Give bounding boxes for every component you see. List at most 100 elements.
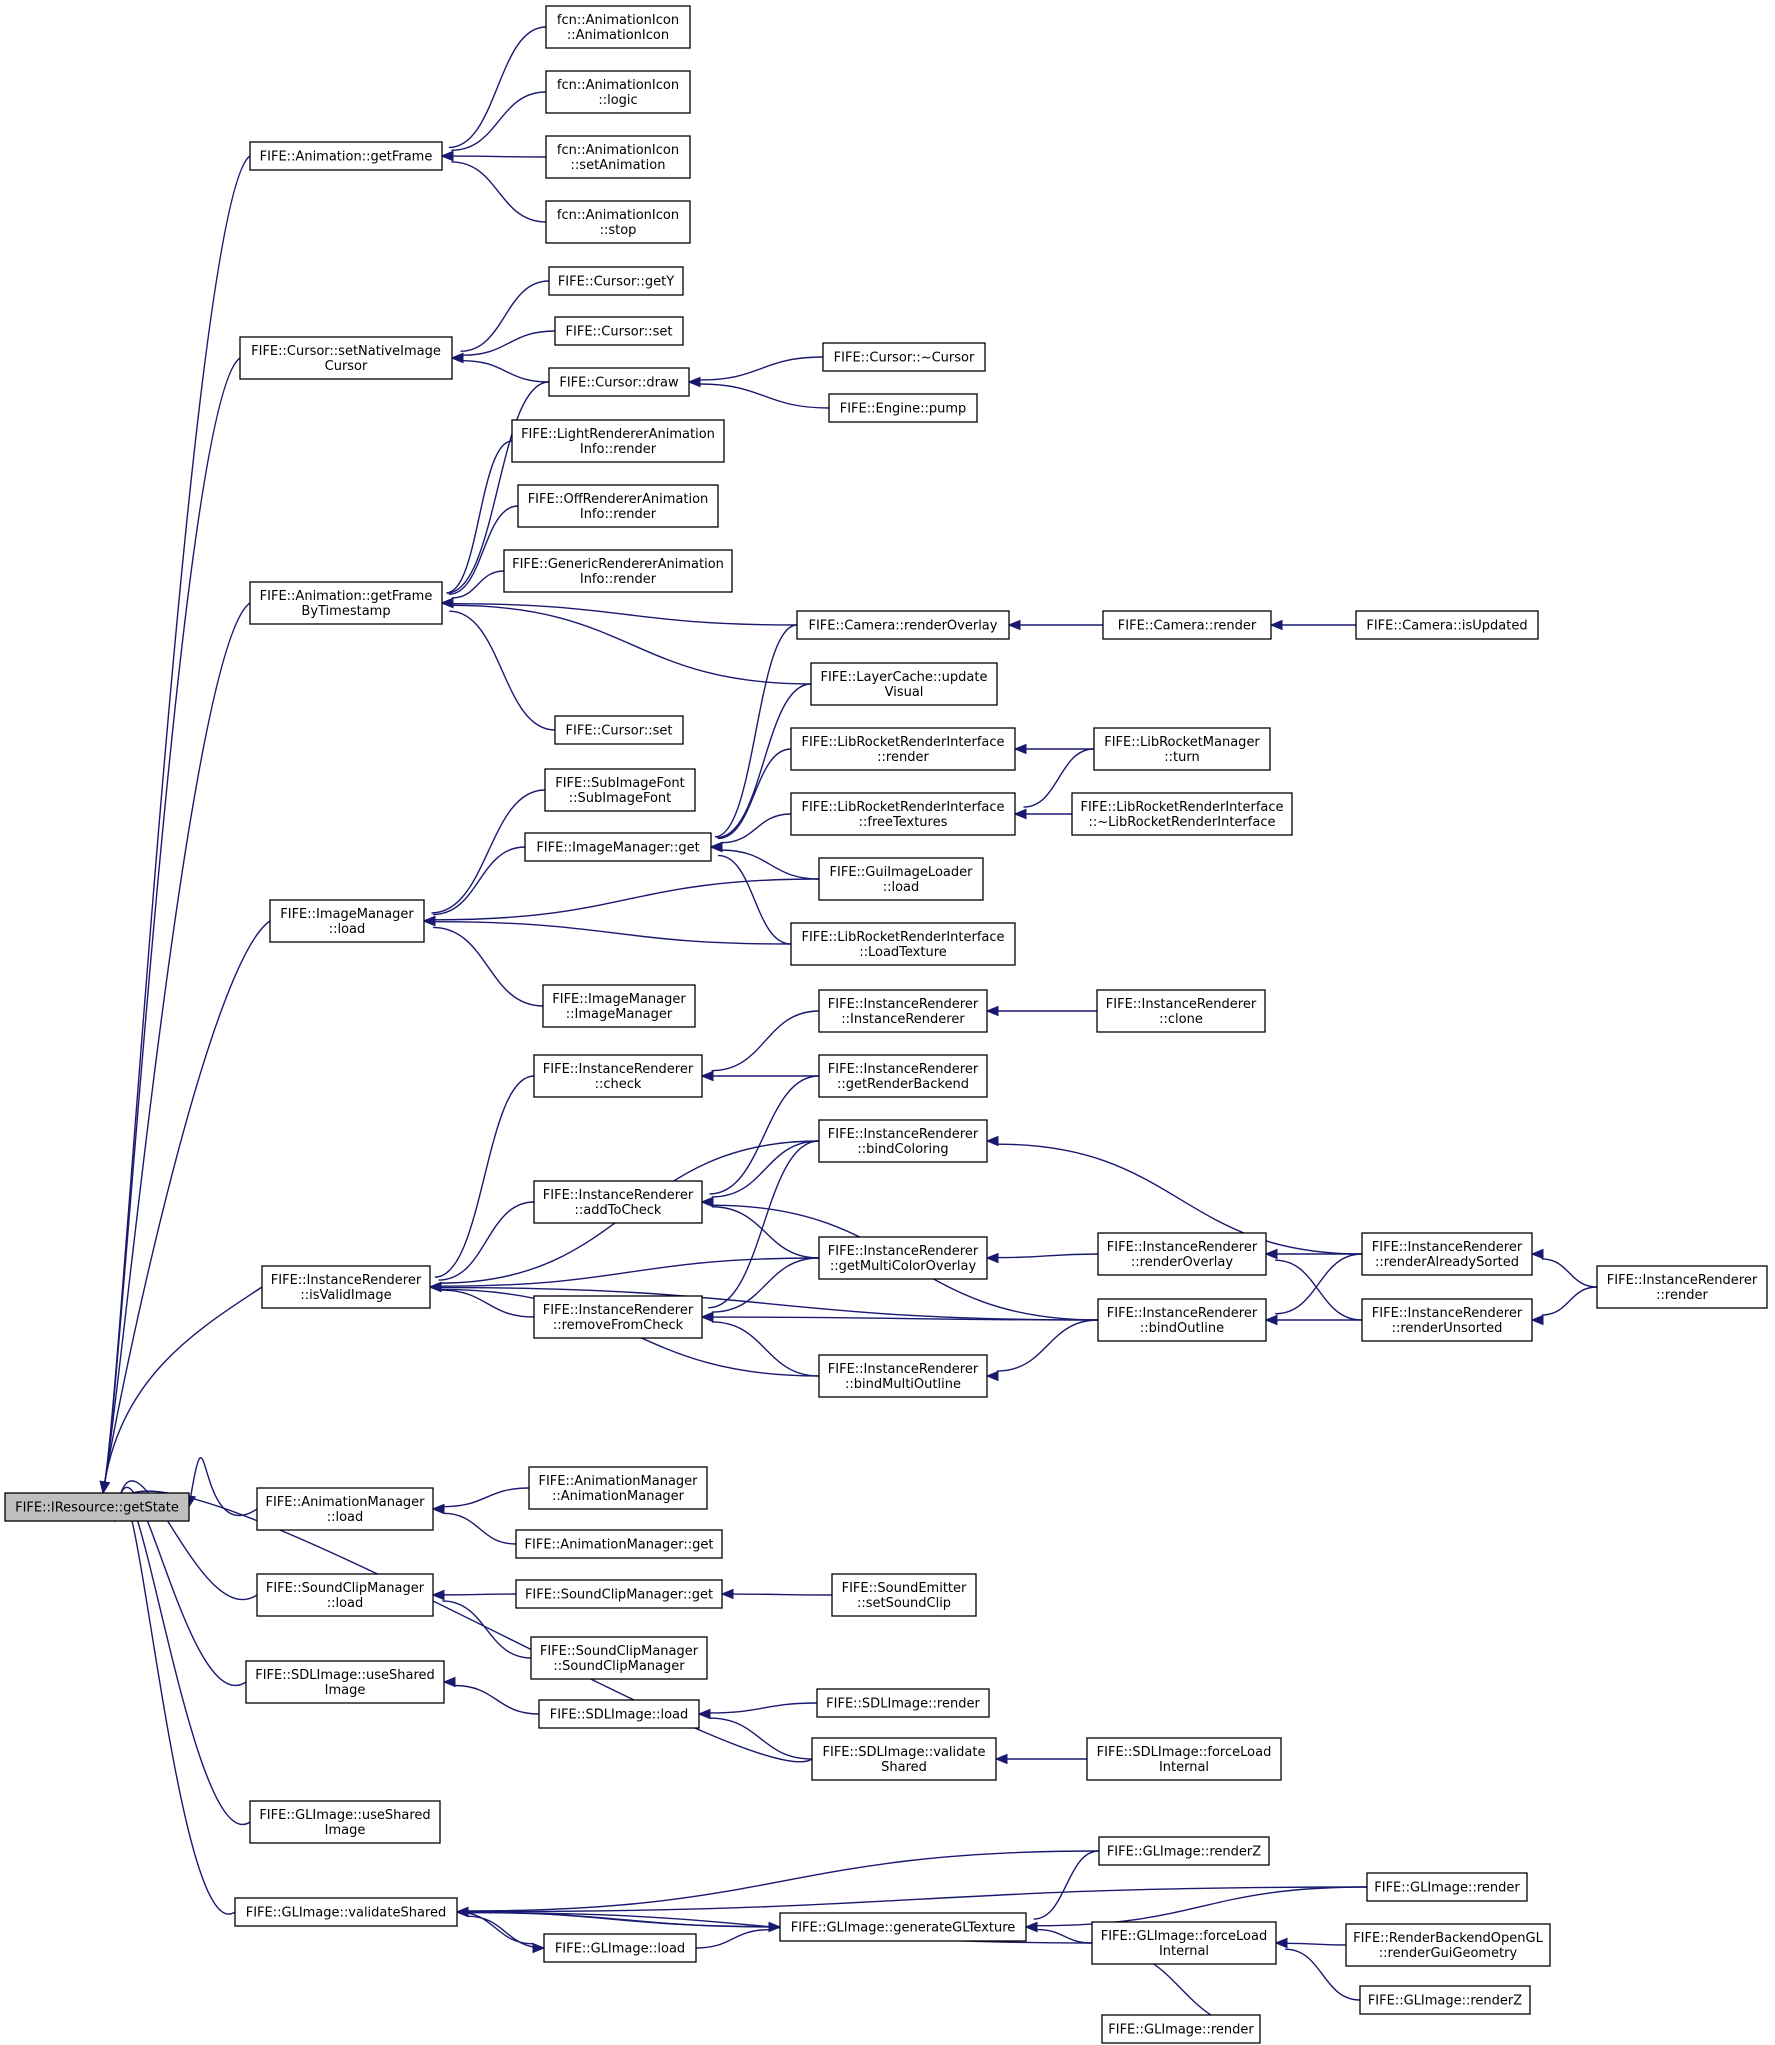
node-fcn_stop[interactable]: fcn::AnimationIcon::stop [545, 200, 691, 244]
node-cam_render[interactable]: FIFE::Camera::render [1102, 610, 1272, 640]
node-lrri_render[interactable]: FIFE::LibRocketRenderInterface::render [790, 727, 1016, 771]
node-gl_load[interactable]: FIFE::GLImage::load [543, 1933, 697, 1963]
node-box [515, 1579, 723, 1609]
node-scm_ctor[interactable]: FIFE::SoundClipManager::SoundClipManager [530, 1636, 708, 1680]
edge-arrowhead [532, 1942, 546, 1954]
node-ir_removeFromCheck[interactable]: FIFE::InstanceRenderer::removeFromCheck [533, 1295, 703, 1339]
node-am_get[interactable]: FIFE::AnimationManager::get [515, 1529, 723, 1559]
edge-line [443, 1512, 517, 1545]
node-cursor_set2[interactable]: FIFE::Cursor::set [554, 715, 684, 745]
node-am_load[interactable]: FIFE::AnimationManager::load [256, 1487, 434, 1531]
edge-line [116, 1490, 813, 1763]
edge-line [449, 610, 556, 731]
edge-line [717, 854, 792, 945]
node-guiimg_load[interactable]: FIFE::GuiImageLoader::load [818, 857, 984, 901]
edge-arrowhead [1264, 1314, 1278, 1326]
node-scm_get[interactable]: FIFE::SoundClipManager::get [515, 1579, 723, 1609]
edge-line [438, 1201, 535, 1281]
node-rbogl_rgg[interactable]: FIFE::RenderBackendOpenGL::renderGuiGeom… [1345, 1923, 1551, 1967]
node-label: FIFE::LightRendererAnimation [521, 427, 715, 442]
node-label: FIFE::InstanceRenderer [828, 1362, 979, 1377]
node-cursor_getY[interactable]: FIFE::Cursor::getY [548, 266, 684, 296]
edge-line [1541, 1286, 1598, 1316]
node-box [818, 1354, 988, 1398]
node-ir_render[interactable]: FIFE::InstanceRenderer::render [1596, 1265, 1768, 1309]
node-sdl_load[interactable]: FIFE::SDLImage::load [538, 1699, 700, 1729]
node-ir_bindOutline[interactable]: FIFE::InstanceRenderer::bindOutline [1097, 1298, 1267, 1342]
node-ir_bindMO[interactable]: FIFE::InstanceRenderer::bindMultiOutline [818, 1354, 988, 1398]
node-gl_render2[interactable]: FIFE::GLImage::render [1101, 2014, 1261, 2044]
edge-line [732, 1593, 833, 1596]
edge-arrowhead [700, 1070, 714, 1082]
edge-arrowhead [1530, 1248, 1544, 1260]
edge-arrowhead [697, 1708, 711, 1720]
node-ir_renderAS[interactable]: FIFE::InstanceRenderer::renderAlreadySor… [1361, 1232, 1533, 1276]
node-imgmgr_get[interactable]: FIFE::ImageManager::get [524, 832, 712, 862]
node-gl_renderZ2[interactable]: FIFE::GLImage::renderZ [1359, 1985, 1531, 2015]
node-subimagefont[interactable]: FIFE::SubImageFont::SubImageFont [544, 768, 696, 812]
node-anim_getFrame[interactable]: FIFE::Animation::getFrame [249, 141, 443, 171]
node-sdl_validate[interactable]: FIFE::SDLImage::validateShared [811, 1737, 997, 1781]
node-cursor_dtor[interactable]: FIFE::Cursor::~Cursor [822, 342, 986, 372]
node-generic_render[interactable]: FIFE::GenericRendererAnimationInfo::rend… [503, 549, 733, 593]
node-cursor_draw[interactable]: FIFE::Cursor::draw [548, 367, 690, 397]
edge-cursor_dtor-to-cursor_draw [687, 356, 824, 388]
node-gl_genTex[interactable]: FIFE::GLImage::generateGLTexture [779, 1912, 1027, 1942]
node-gl_render1[interactable]: FIFE::GLImage::render [1366, 1872, 1528, 1902]
edge-ir_bindColoring-to-ir_removeFromCheck [700, 1140, 820, 1323]
node-ir_addToCheck[interactable]: FIFE::InstanceRenderer::addToCheck [533, 1180, 703, 1224]
node-ir_bindColoring[interactable]: FIFE::InstanceRenderer::bindColoring [818, 1119, 988, 1163]
node-label: FIFE::SDLImage::useShared [255, 1668, 435, 1683]
edge-arrowhead [1007, 619, 1021, 631]
node-imgmgr_load[interactable]: FIFE::ImageManager::load [269, 899, 425, 943]
node-ir_renderUnsorted[interactable]: FIFE::InstanceRenderer::renderUnsorted [1361, 1298, 1533, 1342]
edge-line [997, 1143, 1363, 1255]
node-scm_load[interactable]: FIFE::SoundClipManager::load [256, 1573, 434, 1617]
node-ir_clone[interactable]: FIFE::InstanceRenderer::clone [1096, 989, 1266, 1033]
node-engine_pump[interactable]: FIFE::Engine::pump [828, 393, 978, 423]
edge-cursor_getY-to-cursor_setNative [450, 280, 550, 364]
node-fcn_ctor[interactable]: fcn::AnimationIcon::AnimationIcon [545, 5, 691, 49]
node-gl_validate[interactable]: FIFE::GLImage::validateShared [234, 1897, 458, 1927]
edge-line [467, 1850, 1100, 1912]
node-gl_renderZ1[interactable]: FIFE::GLImage::renderZ [1098, 1836, 1270, 1866]
node-cursor_set1[interactable]: FIFE::Cursor::set [554, 316, 684, 346]
node-lrri_free[interactable]: FIFE::LibRocketRenderInterface::freeText… [790, 792, 1016, 836]
edge-ir_check-to-ir_isValidImage [428, 1075, 535, 1293]
node-label: ByTimestamp [301, 604, 390, 619]
edge-arrowhead [1264, 1248, 1278, 1260]
node-se_setSC[interactable]: FIFE::SoundEmitter::setSoundClip [831, 1573, 977, 1617]
node-ir_isValidImage[interactable]: FIFE::InstanceRenderer::isValidImage [261, 1265, 431, 1309]
node-ir_ctor[interactable]: FIFE::InstanceRenderer::InstanceRenderer [818, 989, 988, 1033]
edge-line [104, 357, 241, 1483]
edge-arrowhead [450, 352, 464, 364]
node-ir_check[interactable]: FIFE::InstanceRenderer::check [533, 1054, 703, 1098]
node-fcn_logic[interactable]: fcn::AnimationIcon::logic [545, 70, 691, 114]
node-sdl_render[interactable]: FIFE::SDLImage::render [816, 1688, 990, 1718]
node-root[interactable]: FIFE::IResource::getState [4, 1492, 190, 1522]
node-label: Shared [881, 1760, 927, 1775]
node-imgmgr_ctor[interactable]: FIFE::ImageManager::ImageManager [542, 984, 696, 1028]
node-lrri_loadtex[interactable]: FIFE::LibRocketRenderInterface::LoadText… [790, 922, 1016, 966]
edge-line [1285, 1948, 1361, 2001]
node-lrm_turn[interactable]: FIFE::LibRocketManager::turn [1093, 727, 1271, 771]
node-ir_renderOverlay[interactable]: FIFE::InstanceRenderer::renderOverlay [1097, 1232, 1267, 1276]
node-cam_renderOverlay[interactable]: FIFE::Camera::renderOverlay [796, 610, 1010, 640]
node-am_ctor[interactable]: FIFE::AnimationManager::AnimationManager [528, 1466, 708, 1510]
edge-arrowhead [422, 915, 436, 927]
node-lrri_dtor[interactable]: FIFE::LibRocketRenderInterface::~LibRock… [1071, 792, 1293, 836]
node-ir_getMCO[interactable]: FIFE::InstanceRenderer::getMultiColorOve… [818, 1236, 988, 1280]
node-cam_isUpdated[interactable]: FIFE::Camera::isUpdated [1355, 610, 1539, 640]
node-ir_getRB[interactable]: FIFE::InstanceRenderer::getRenderBackend [818, 1054, 988, 1098]
node-box [548, 367, 690, 397]
node-fcn_setAnim[interactable]: fcn::AnimationIcon::setAnimation [545, 135, 691, 179]
